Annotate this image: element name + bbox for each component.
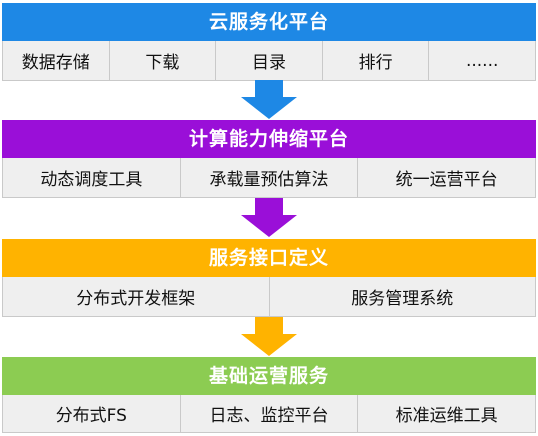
module-distributed-framework: 分布式开发框架	[3, 277, 270, 316]
arrow-shape	[241, 198, 297, 237]
module-row: 分布式开发框架 服务管理系统	[2, 277, 536, 317]
module-log-monitoring: 日志、监控平台	[180, 395, 359, 432]
module-dynamic-scheduling: 动态调度工具	[3, 158, 181, 197]
module-data-storage: 数据存储	[3, 41, 110, 80]
down-arrow-icon	[241, 80, 297, 119]
layer-base-operations: 基础运营服务 分布式FS 日志、监控平台 标准运维工具	[2, 357, 536, 433]
arrow-shape	[241, 317, 297, 356]
arrow-shape	[241, 80, 297, 119]
layer-title: 计算能力伸缩平台	[2, 120, 536, 158]
module-download: 下载	[109, 41, 217, 80]
module-row: 分布式FS 日志、监控平台 标准运维工具	[2, 395, 536, 433]
down-arrow-icon	[241, 317, 297, 356]
module-capacity-estimation: 承载量预估算法	[180, 158, 359, 197]
module-distributed-fs: 分布式FS	[3, 395, 181, 432]
module-row: 数据存储 下载 目录 排行 ......	[2, 41, 536, 81]
layer-title: 服务接口定义	[2, 239, 536, 277]
down-arrow-icon	[241, 198, 297, 237]
layer-title: 云服务化平台	[2, 3, 536, 41]
layer-cloud-platform: 云服务化平台 数据存储 下载 目录 排行 ......	[2, 3, 536, 81]
module-catalog: 目录	[216, 41, 323, 80]
module-ranking: 排行	[322, 41, 430, 80]
module-row: 动态调度工具 承载量预估算法 统一运营平台	[2, 158, 536, 198]
layer-service-interface: 服务接口定义 分布式开发框架 服务管理系统	[2, 239, 536, 317]
module-ops-tools: 标准运维工具	[358, 395, 536, 432]
module-service-management: 服务管理系统	[269, 277, 535, 316]
layer-title: 基础运营服务	[2, 357, 536, 395]
layer-compute-scaling: 计算能力伸缩平台 动态调度工具 承载量预估算法 统一运营平台	[2, 120, 536, 198]
module-unified-operations: 统一运营平台	[358, 158, 536, 197]
module-more: ......	[429, 41, 535, 80]
